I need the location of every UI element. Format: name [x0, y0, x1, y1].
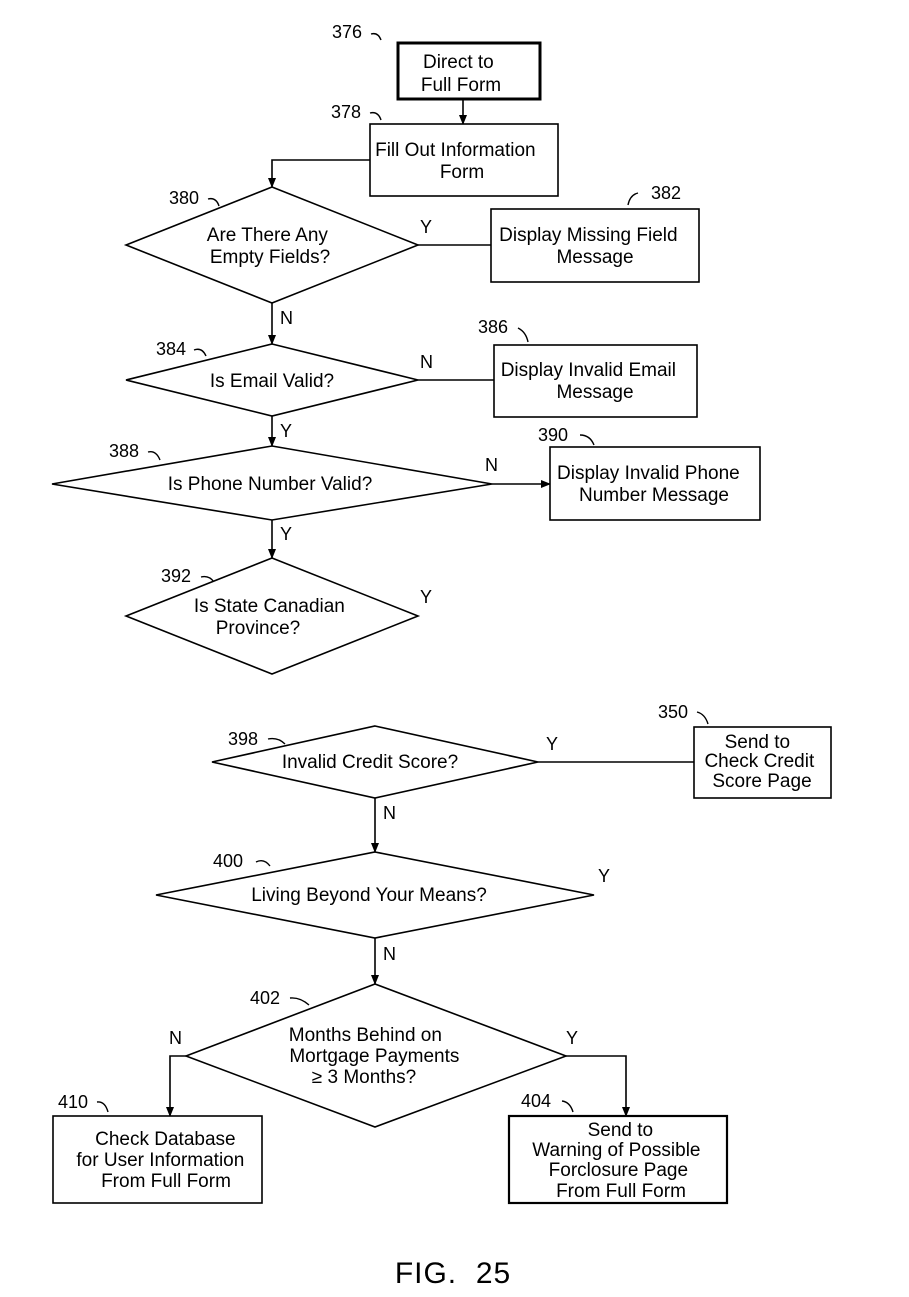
text-404-line: Warning of Possible — [532, 1140, 700, 1161]
text-380-line: Are There Any — [207, 225, 329, 246]
text-378-line: Form — [440, 162, 484, 183]
ref-384: 384 — [156, 339, 186, 359]
edge-label-392-yes: Y — [420, 587, 432, 607]
text-376-line: Full Form — [421, 75, 501, 96]
ref-392: 392 — [161, 566, 191, 586]
text-398: Invalid Credit Score? — [282, 752, 458, 773]
text-376-line: Direct to — [423, 52, 494, 73]
text-384-line: Is Email Valid? — [210, 371, 334, 392]
diamond-384 — [125, 343, 419, 417]
text-402-line: Mortgage Payments — [289, 1046, 459, 1067]
text-404-line: Send to — [588, 1120, 654, 1141]
text-382-line: Display Missing Field — [499, 225, 677, 246]
edge-402-404 — [566, 1055, 630, 1117]
edge-378-380 — [268, 159, 370, 188]
edge-label-402-404: Y — [566, 1028, 578, 1048]
box-350 — [693, 726, 832, 799]
text-380: Are There Any Empty Fields? — [207, 225, 333, 268]
diamond-388 — [51, 445, 493, 521]
text-390-line: Number Message — [579, 485, 729, 506]
ref-400: 400 — [213, 851, 243, 871]
ref-378: 378 — [331, 102, 361, 122]
box-404 — [507, 1114, 729, 1205]
ref-404: 404 — [521, 1091, 551, 1111]
edge-label-398-350: Y — [546, 734, 558, 754]
ref-402: 402 — [250, 988, 280, 1008]
text-350-line: Check Credit — [704, 751, 815, 772]
text-350-line: Score Page — [712, 771, 811, 792]
edge-labels: Y N N Y N Y Y Y N Y N N Y — [169, 217, 610, 1048]
ref-350: 350 — [658, 702, 688, 722]
text-378: Fill Out Information Form — [375, 140, 541, 183]
text-386-line: Message — [556, 382, 633, 403]
text-382: Display Missing Field Message — [499, 225, 683, 268]
box-376 — [396, 41, 542, 101]
edge-label-398-400: N — [383, 803, 396, 823]
edge-label-400-402: N — [383, 944, 396, 964]
text-350-line: Send to — [725, 732, 791, 753]
edge-label-388-390: N — [485, 455, 498, 475]
diamond-380 — [123, 186, 421, 304]
text-376: Direct to Full Form — [421, 52, 501, 96]
node-texts: Direct to Full Form Fill Out Information… — [76, 52, 819, 1202]
text-382-line: Message — [556, 247, 633, 268]
text-386: Display Invalid Email Message — [501, 360, 682, 403]
text-400: Living Beyond Your Means? — [251, 885, 487, 906]
ref-390: 390 — [538, 425, 568, 445]
edge-label-384-386: N — [420, 352, 433, 372]
ref-410: 410 — [58, 1092, 88, 1112]
figure-label: FIG. 25 — [395, 1257, 511, 1290]
connectors — [166, 99, 694, 1117]
ref-398: 398 — [228, 729, 258, 749]
text-388-line: Is Phone Number Valid? — [168, 474, 373, 495]
text-388: Is Phone Number Valid? — [168, 474, 373, 495]
box-390 — [549, 446, 761, 521]
text-400-line: Living Beyond Your Means? — [251, 885, 487, 906]
box-378 — [369, 123, 559, 197]
text-404: Send to Warning of Possible Forclosure P… — [532, 1120, 706, 1202]
edge-label-388-392: Y — [280, 524, 292, 544]
box-410 — [52, 1115, 263, 1204]
text-390: Display Invalid Phone Number Message — [557, 463, 745, 506]
edge-label-400-yes: Y — [598, 866, 610, 886]
diamond-398 — [211, 725, 539, 799]
text-392-line: Is State Canadian — [194, 596, 345, 617]
text-350: Send to Check Credit Score Page — [704, 732, 819, 792]
edge-label-380-382: Y — [420, 217, 432, 237]
text-392-line: Province? — [216, 618, 301, 639]
text-404-line: From Full Form — [556, 1181, 686, 1202]
diamond-392 — [123, 557, 421, 675]
ref-382: 382 — [651, 183, 681, 203]
text-398-line: Invalid Credit Score? — [282, 752, 458, 773]
text-402-line: Months Behind on — [289, 1025, 442, 1046]
edge-label-384-388: Y — [280, 421, 292, 441]
text-402-line: ≥ 3 Months? — [312, 1067, 416, 1088]
edge-label-380-384: N — [280, 308, 293, 328]
text-386-line: Display Invalid Email — [501, 360, 676, 381]
diamond-400 — [155, 851, 595, 939]
text-410-line: for User Information — [76, 1150, 244, 1171]
text-410-line: Check Database — [95, 1129, 235, 1150]
ref-388: 388 — [109, 441, 139, 461]
text-392: Is State Canadian Province? — [194, 596, 350, 639]
text-378-line: Fill Out Information — [375, 140, 536, 161]
text-380-line: Empty Fields? — [210, 247, 330, 268]
box-386 — [493, 344, 698, 418]
text-390-line: Display Invalid Phone — [557, 463, 740, 484]
ref-380: 380 — [169, 188, 199, 208]
text-402: Months Behind on Mortgage Payments ≥ 3 M… — [289, 1025, 465, 1088]
box-382 — [490, 208, 700, 283]
edge-label-402-410: N — [169, 1028, 182, 1048]
text-410-line: From Full Form — [101, 1171, 231, 1192]
edge-402-410 — [166, 1055, 186, 1117]
shapes — [51, 41, 832, 1205]
ref-386: 386 — [478, 317, 508, 337]
ref-376: 376 — [332, 22, 362, 42]
diamond-402 — [183, 983, 569, 1128]
reference-numerals: 376 378 380 382 384 386 388 390 392 398 … — [58, 22, 688, 1112]
text-384: Is Email Valid? — [210, 371, 334, 392]
text-404-line: Forclosure Page — [549, 1160, 688, 1181]
text-410: Check Database for User Information From… — [76, 1129, 249, 1192]
